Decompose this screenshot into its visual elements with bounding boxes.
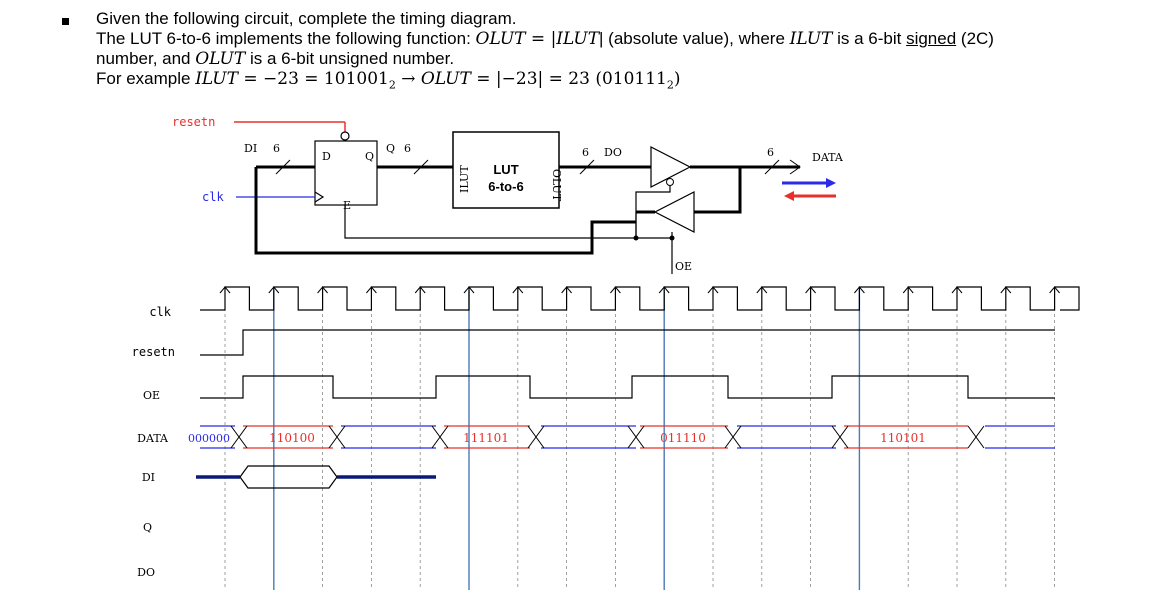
problem-line-3: number, and OLUT is a 6-bit unsigned num… bbox=[96, 49, 455, 69]
lut-title: LUT bbox=[493, 162, 518, 177]
ilut-label: ILUT bbox=[458, 165, 471, 193]
data-value-1: 110100 bbox=[269, 431, 315, 445]
rising-edge-arrow bbox=[317, 286, 328, 294]
rising-edge-arrow bbox=[658, 286, 670, 294]
rising-edge-arrow bbox=[219, 286, 231, 294]
resetn-waveform bbox=[200, 329, 1055, 356]
data-transition bbox=[732, 425, 742, 449]
input-buffer bbox=[653, 191, 695, 233]
oe-waveform bbox=[200, 375, 1055, 399]
clk-waveform bbox=[200, 286, 1080, 311]
clk-label: clk bbox=[202, 190, 224, 204]
resetn-label: resetn bbox=[172, 115, 215, 129]
data-transition bbox=[831, 425, 841, 449]
data-transition bbox=[724, 425, 734, 449]
data-transition bbox=[238, 425, 248, 449]
data-value-2: 111101 bbox=[463, 431, 509, 445]
data-label: DATA bbox=[812, 151, 844, 164]
rising-edge-arrow bbox=[268, 286, 280, 294]
data-transition bbox=[336, 425, 346, 449]
rising-edge-arrow bbox=[902, 286, 914, 294]
rising-edge-arrow bbox=[463, 286, 475, 294]
problem-line-2: The LUT 6-to-6 implements the following … bbox=[96, 29, 994, 49]
signal-label-q: Q bbox=[143, 521, 152, 534]
signal-label-resetn: resetn bbox=[132, 345, 175, 359]
rising-edge-arrow bbox=[366, 286, 377, 294]
rising-edge-arrow bbox=[951, 286, 963, 294]
bullet-point bbox=[62, 18, 69, 25]
di-waveform-value bbox=[239, 465, 338, 489]
data-transition bbox=[328, 425, 338, 449]
di-width: 6 bbox=[273, 142, 280, 155]
q-label: Q bbox=[386, 142, 395, 155]
rising-edge-arrow bbox=[854, 286, 865, 294]
data-transition bbox=[535, 425, 545, 449]
do-label: DO bbox=[604, 146, 622, 159]
rising-edge-arrow bbox=[756, 286, 768, 294]
rising-edge-arrow bbox=[561, 286, 572, 294]
data-initial-value: 000000 bbox=[188, 432, 230, 445]
data-transition bbox=[527, 425, 537, 449]
data-transition bbox=[975, 425, 985, 449]
ff-d-label: D bbox=[322, 150, 331, 163]
signal-label-di: DI bbox=[142, 471, 155, 484]
problem-line-1: Given the following circuit, complete th… bbox=[96, 9, 517, 28]
lut-subtitle: 6-to-6 bbox=[488, 179, 523, 194]
olut-label: OLUT bbox=[550, 169, 563, 202]
q-width: 6 bbox=[404, 142, 411, 155]
enable-wire bbox=[344, 205, 672, 239]
data-value-3: 011110 bbox=[660, 431, 706, 445]
data-transition bbox=[230, 425, 240, 449]
rising-edge-arrow bbox=[610, 286, 621, 294]
data-transition bbox=[967, 425, 977, 449]
feedback-bus bbox=[254, 167, 636, 255]
ff-q-label: Q bbox=[365, 150, 374, 163]
data-transition bbox=[439, 425, 449, 449]
problem-line-4: For example ILUT = −23 = 1010012 → OLUT … bbox=[96, 69, 681, 92]
signal-label-clk: clk bbox=[149, 305, 171, 319]
signal-label-data: DATA bbox=[137, 432, 169, 445]
data-transition bbox=[839, 425, 849, 449]
data-value-4: 110101 bbox=[880, 431, 926, 445]
lut-box bbox=[452, 131, 560, 209]
rising-edge-arrow bbox=[707, 286, 719, 294]
rising-edge-arrow bbox=[1000, 286, 1012, 294]
oe-label: OE bbox=[675, 260, 692, 273]
rising-edge-arrow bbox=[414, 286, 426, 294]
di-label: DI bbox=[244, 142, 257, 155]
data-transition bbox=[627, 425, 637, 449]
signal-label-do: DO bbox=[137, 566, 155, 579]
data-transition bbox=[635, 425, 645, 449]
signal-label-oe: OE bbox=[143, 389, 160, 402]
clock-triangle bbox=[314, 191, 325, 203]
data-width: 6 bbox=[767, 146, 774, 159]
do-width: 6 bbox=[582, 146, 589, 159]
output-buffer bbox=[650, 146, 692, 188]
rising-edge-arrow bbox=[512, 286, 524, 294]
rising-edge-arrow bbox=[805, 286, 816, 294]
rising-edge-arrow bbox=[1049, 286, 1060, 294]
flip-flop-box bbox=[314, 140, 378, 206]
ff-e-label: E bbox=[343, 199, 351, 212]
data-transition bbox=[431, 425, 441, 449]
reset-bubble bbox=[340, 131, 350, 141]
